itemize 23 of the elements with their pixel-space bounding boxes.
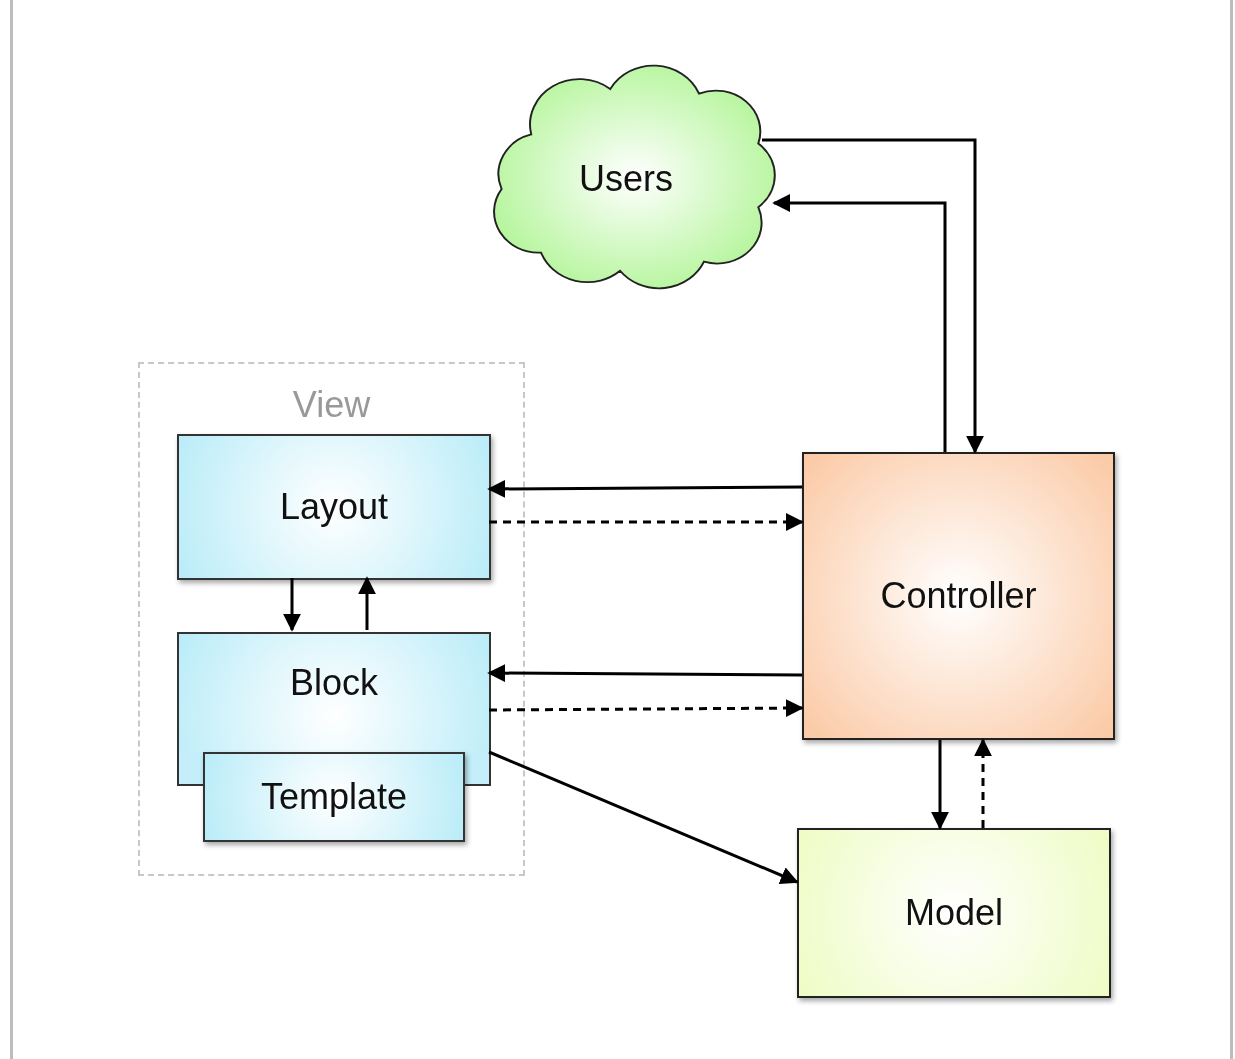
- arrow: [931, 740, 949, 830]
- process-box: [177, 434, 491, 580]
- arrow: [488, 750, 799, 884]
- arrow: [762, 138, 984, 454]
- process-box: [203, 752, 465, 842]
- arrow: [283, 578, 301, 632]
- process-box: [802, 452, 1115, 740]
- arrow: [358, 576, 376, 630]
- arrow: [487, 664, 802, 683]
- arrow: [487, 479, 802, 498]
- arrow: [489, 513, 804, 531]
- node-label: Users: [579, 157, 673, 201]
- node-label: Controller: [880, 574, 1037, 618]
- process-box: [797, 828, 1111, 998]
- node-label: View: [292, 383, 371, 427]
- node-label: Model: [904, 891, 1004, 935]
- group-frame: [138, 362, 525, 876]
- arrow: [974, 738, 992, 828]
- node-label: Block: [290, 661, 378, 705]
- node-label: Layout: [279, 485, 389, 529]
- arrow: [772, 194, 947, 452]
- node-label: Template: [260, 775, 408, 819]
- arrow: [489, 699, 804, 718]
